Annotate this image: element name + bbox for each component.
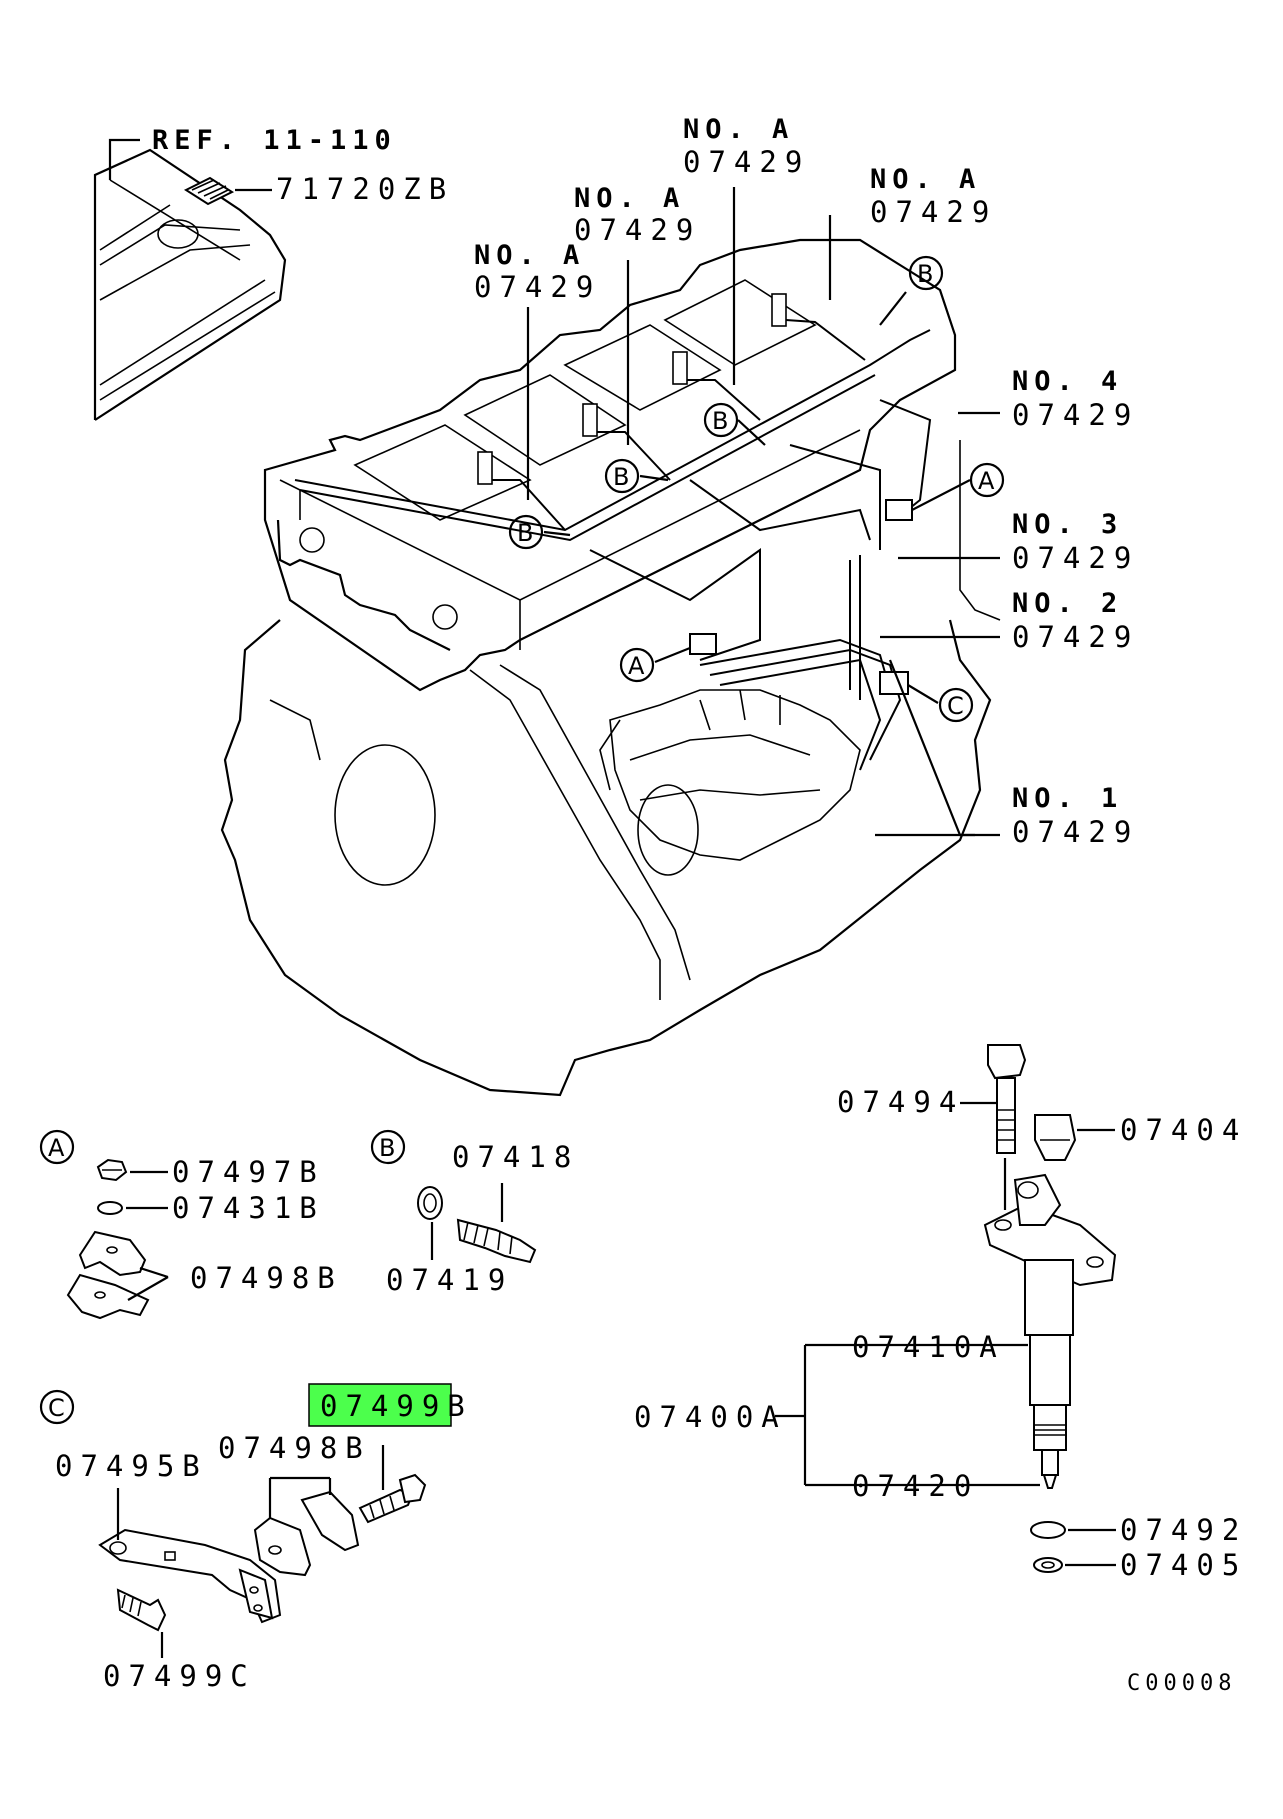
bolt-c-icon	[116, 1588, 167, 1632]
label-injector-nozzle: 07420	[852, 1469, 979, 1503]
label-pipe-4-no: NO. 4	[1012, 366, 1123, 397]
callout-b-1: B	[879, 255, 944, 326]
label-injector-cap: 07404	[1120, 1113, 1247, 1147]
label-pipe-4-part: 07429	[1012, 398, 1139, 432]
gasket-b-icon	[417, 1186, 443, 1220]
label-pipe-2-part: 07429	[1012, 620, 1139, 654]
detail-c: C 07499B 07498B 07495B	[39, 1383, 473, 1693]
callout-c-1: C	[907, 684, 974, 723]
label-highlight: 07499B	[320, 1389, 473, 1423]
label-injector-holder: 07410A	[852, 1330, 1005, 1364]
label-pipe-a3-no: NO. A	[683, 114, 794, 145]
label-injector-bolt: 07494	[837, 1085, 964, 1119]
engine-block-drawing	[220, 238, 1001, 1097]
injector-bolt-icon	[987, 1044, 1027, 1154]
label-injector-washer: 07405	[1120, 1548, 1247, 1582]
ref-label: REF. 11-110	[152, 125, 397, 156]
label-pipe-3-part: 07429	[1012, 541, 1139, 575]
injection-pipes-drawing	[294, 293, 932, 771]
label-pipe-2-no: NO. 2	[1012, 588, 1123, 619]
label-pipe-3-no: NO. 3	[1012, 509, 1123, 540]
label-clamp-c: 07498B	[218, 1431, 371, 1465]
callout-a-1: A	[911, 462, 1005, 511]
label-bolt-c: 07499C	[103, 1659, 256, 1693]
label-bolt-b: 07418	[452, 1140, 579, 1174]
svg-text:B: B	[712, 407, 728, 435]
label-pipe-a3-part: 07429	[683, 145, 810, 179]
callout-a-2: A	[619, 646, 691, 683]
bracket-icon	[98, 1528, 282, 1624]
label-pipe-a1-part: 07429	[474, 270, 601, 304]
leader-lines	[526, 187, 1000, 837]
svg-text:A: A	[978, 467, 995, 495]
seal-part-icon	[183, 176, 235, 206]
label-washer: 07431B	[172, 1191, 325, 1225]
label-injector-assy: 07400A	[634, 1400, 787, 1434]
label-pipe-a1-no: NO. A	[474, 240, 585, 271]
label-gasket-b: 07419	[386, 1263, 513, 1297]
injector-washer-icon	[1033, 1557, 1063, 1573]
label-bracket: 07495B	[55, 1449, 208, 1483]
svg-text:B: B	[379, 1134, 395, 1162]
bolt-c-highlight-icon	[358, 1473, 427, 1524]
label-pipe-a2-no: NO. A	[574, 183, 685, 214]
label-pipe-1-part: 07429	[1012, 815, 1139, 849]
svg-text:B: B	[917, 260, 933, 288]
injector-detail: 07494 07404	[634, 1044, 1247, 1582]
svg-text:A: A	[48, 1134, 65, 1162]
svg-text:C: C	[947, 692, 964, 720]
callout-b-2: B	[703, 402, 766, 446]
clamp-c-icon	[253, 1490, 360, 1577]
clamp-a-icon	[66, 1230, 150, 1320]
label-nut: 07497B	[172, 1155, 325, 1189]
banjo-bolt-icon	[456, 1218, 537, 1264]
highlight-box	[308, 1383, 452, 1427]
o-ring-icon	[1030, 1521, 1066, 1539]
label-pipe-a4-no: NO. A	[870, 164, 981, 195]
svg-text:A: A	[628, 652, 645, 680]
svg-text:C: C	[48, 1394, 65, 1422]
label-o-ring: 07492	[1120, 1513, 1247, 1547]
diagram-code: C00008	[1127, 1671, 1236, 1696]
detail-a: A 07497B 07431B 07498B	[39, 1129, 343, 1320]
injector-cap-icon	[1034, 1114, 1077, 1161]
svg-text:B: B	[613, 463, 629, 491]
washer-icon	[97, 1201, 123, 1215]
callout-b-3: B	[604, 458, 669, 494]
label-pipe-a2-part: 07429	[574, 213, 701, 247]
svg-text:B: B	[517, 519, 533, 547]
injector-body-icon	[983, 1173, 1117, 1489]
label-pipe-1-no: NO. 1	[1012, 783, 1123, 814]
callout-b-4: B	[508, 514, 571, 550]
label-clamp-a: 07498B	[190, 1261, 343, 1295]
detail-b: B 07418 07419	[370, 1129, 579, 1297]
nut-icon	[96, 1158, 128, 1182]
label-seal: 71720ZB	[276, 172, 454, 206]
valve-cover-drawing	[93, 148, 287, 421]
label-pipe-a4-part: 07429	[870, 195, 997, 229]
